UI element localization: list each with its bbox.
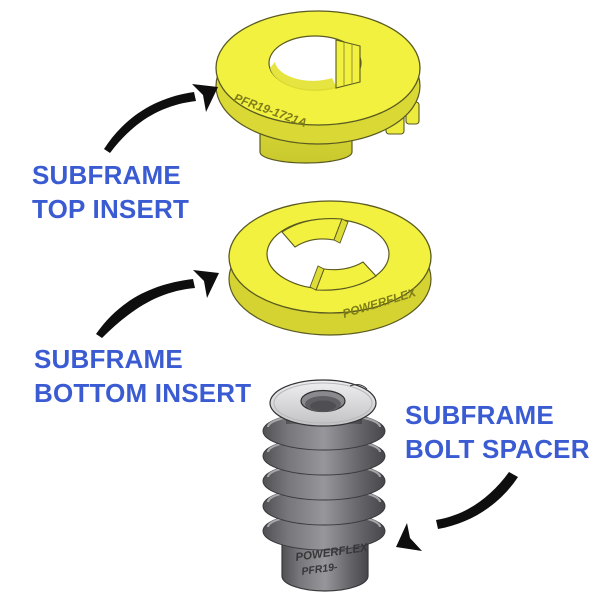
label-subframe-top-insert: SUBFRAME TOP INSERT	[32, 158, 189, 226]
label-line: TOP INSERT	[32, 194, 190, 224]
bottom-insert-tab-lower-side	[309, 265, 325, 291]
subframe-bolt-spacer-illustration: POWERFLEX PFR19-	[262, 379, 386, 592]
top-insert-key-tab	[335, 39, 361, 89]
arrow-to-bottom-insert	[96, 270, 219, 338]
subframe-top-insert-illustration: PFR19-1721A	[215, 10, 421, 164]
bottom-insert-tab-upper-side	[333, 218, 349, 244]
spacer-top-rim	[273, 382, 373, 424]
spacer-notch	[349, 384, 368, 390]
label-line: BOLT SPACER	[405, 434, 590, 464]
spacer-engraving-part: PFR19-	[301, 561, 339, 578]
spacer-bore-shadow	[310, 400, 336, 412]
label-subframe-bottom-insert: SUBFRAME BOTTOM INSERT	[34, 342, 251, 410]
arrow-to-bolt-spacer	[396, 472, 518, 551]
arrow-to-top-insert	[104, 84, 218, 153]
spacer-ribs	[262, 411, 386, 551]
label-line: SUBFRAME	[32, 160, 181, 190]
top-insert-inner-wall	[270, 62, 337, 92]
label-line: BOTTOM INSERT	[34, 378, 252, 408]
label-line: SUBFRAME	[405, 400, 554, 430]
annotation-arrows	[96, 84, 518, 551]
subframe-bottom-insert-illustration: POWERFLEX	[228, 200, 432, 336]
top-insert-key-tab-steps	[343, 42, 353, 86]
label-subframe-bolt-spacer: SUBFRAME BOLT SPACER	[405, 398, 590, 466]
label-line: SUBFRAME	[34, 344, 183, 374]
